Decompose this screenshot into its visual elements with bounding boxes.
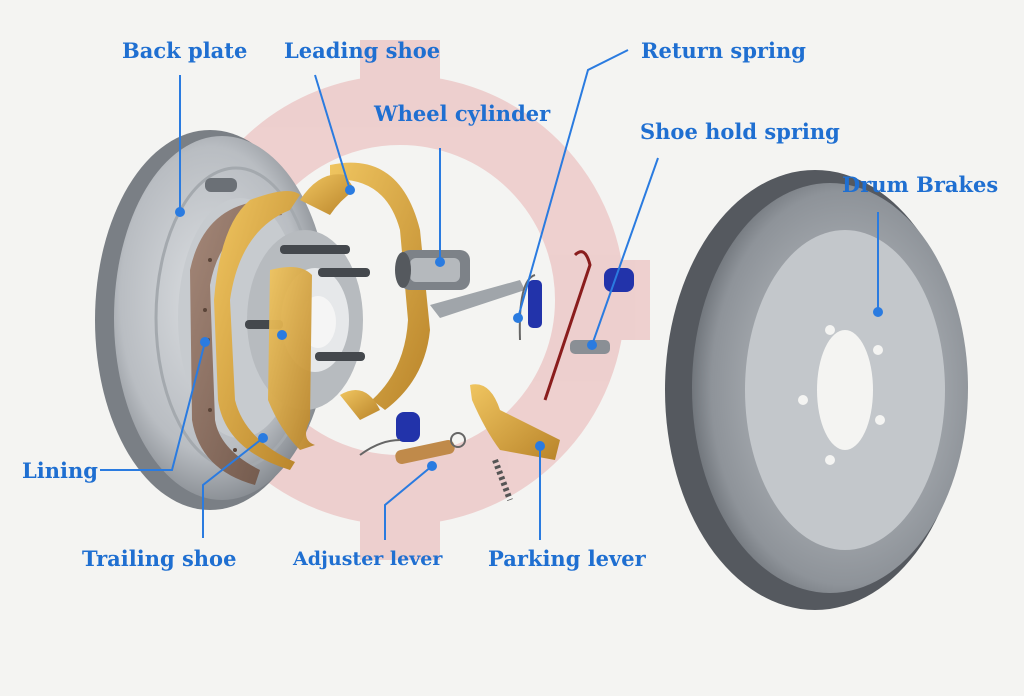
leading-shoe	[300, 162, 430, 420]
label-drum-brakes: Drum Brakes	[842, 172, 999, 197]
leader-trailing-shoe	[202, 437, 264, 538]
label-adjuster-lever: Adjuster lever	[293, 548, 443, 570]
leader-leading-shoe	[314, 74, 351, 191]
leader-shoe-hold-spring	[591, 157, 659, 346]
label-trailing-shoe: Trailing shoe	[82, 546, 237, 571]
parking-lever	[470, 384, 560, 502]
adjuster-lever	[395, 432, 466, 464]
label-parking-lever: Parking lever	[488, 546, 646, 571]
label-return-spring: Return spring	[641, 38, 806, 63]
leader-lines	[100, 49, 879, 540]
label-lining: Lining	[22, 458, 98, 483]
label-wheel-cylinder: Wheel cylinder	[374, 101, 551, 126]
brake-drum	[665, 170, 968, 610]
label-shoe-hold-spring: Shoe hold spring	[640, 119, 840, 144]
leader-lining	[100, 341, 206, 471]
leader-dots	[175, 185, 883, 471]
wheel-cylinder	[395, 250, 525, 318]
leader-adjuster-lever	[384, 465, 433, 540]
trailing-shoe	[214, 191, 315, 470]
label-back-plate: Back plate	[122, 38, 248, 63]
return-spring	[518, 250, 592, 401]
leader-return-spring	[517, 49, 629, 319]
label-leading-shoe: Leading shoe	[284, 38, 441, 63]
